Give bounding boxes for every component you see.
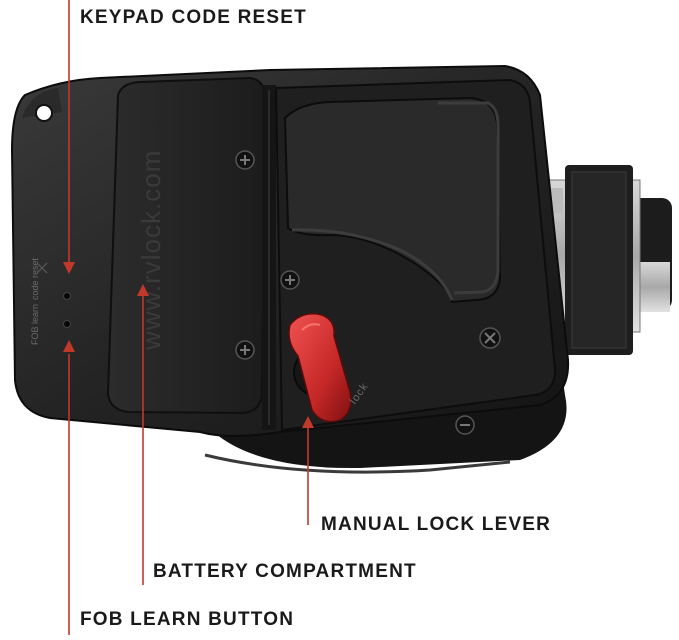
latch-mechanism [529,165,672,355]
screw-icon [479,327,501,349]
leader-lines [63,0,314,635]
screw-icon [235,340,255,360]
hinge [262,85,276,430]
fob-learn-button[interactable] [63,320,71,328]
manual-lock-lever-callout: MANUAL LOCK LEVER [321,514,552,535]
antenna-icon [36,262,48,274]
keypad-code-reset-callout: KEYPAD CODE RESET [80,7,307,28]
fob-learn-button-callout: FOB LEARN BUTTON [80,609,295,630]
keypad-arrow-icon [63,262,75,274]
screw-icon [235,150,255,170]
mounting-hole [35,104,53,122]
brand-text: www.rvlock.com [136,150,166,351]
battery-arrow-icon [137,284,149,296]
screws [235,150,501,435]
screw-icon [280,270,300,290]
code-reset-button[interactable] [63,292,71,300]
fob-arrow-icon [63,340,75,352]
manual-arrow-icon [302,416,314,428]
code-reset-label: code reset [30,257,40,300]
battery-compartment-callout: BATTERY COMPARTMENT [153,561,417,582]
battery-compartment-cover: www.rvlock.com [106,76,267,415]
screw-icon [455,415,475,435]
keypad-controls: code reset FOB learn [30,257,71,345]
fob-learn-label: FOB learn [30,304,40,345]
